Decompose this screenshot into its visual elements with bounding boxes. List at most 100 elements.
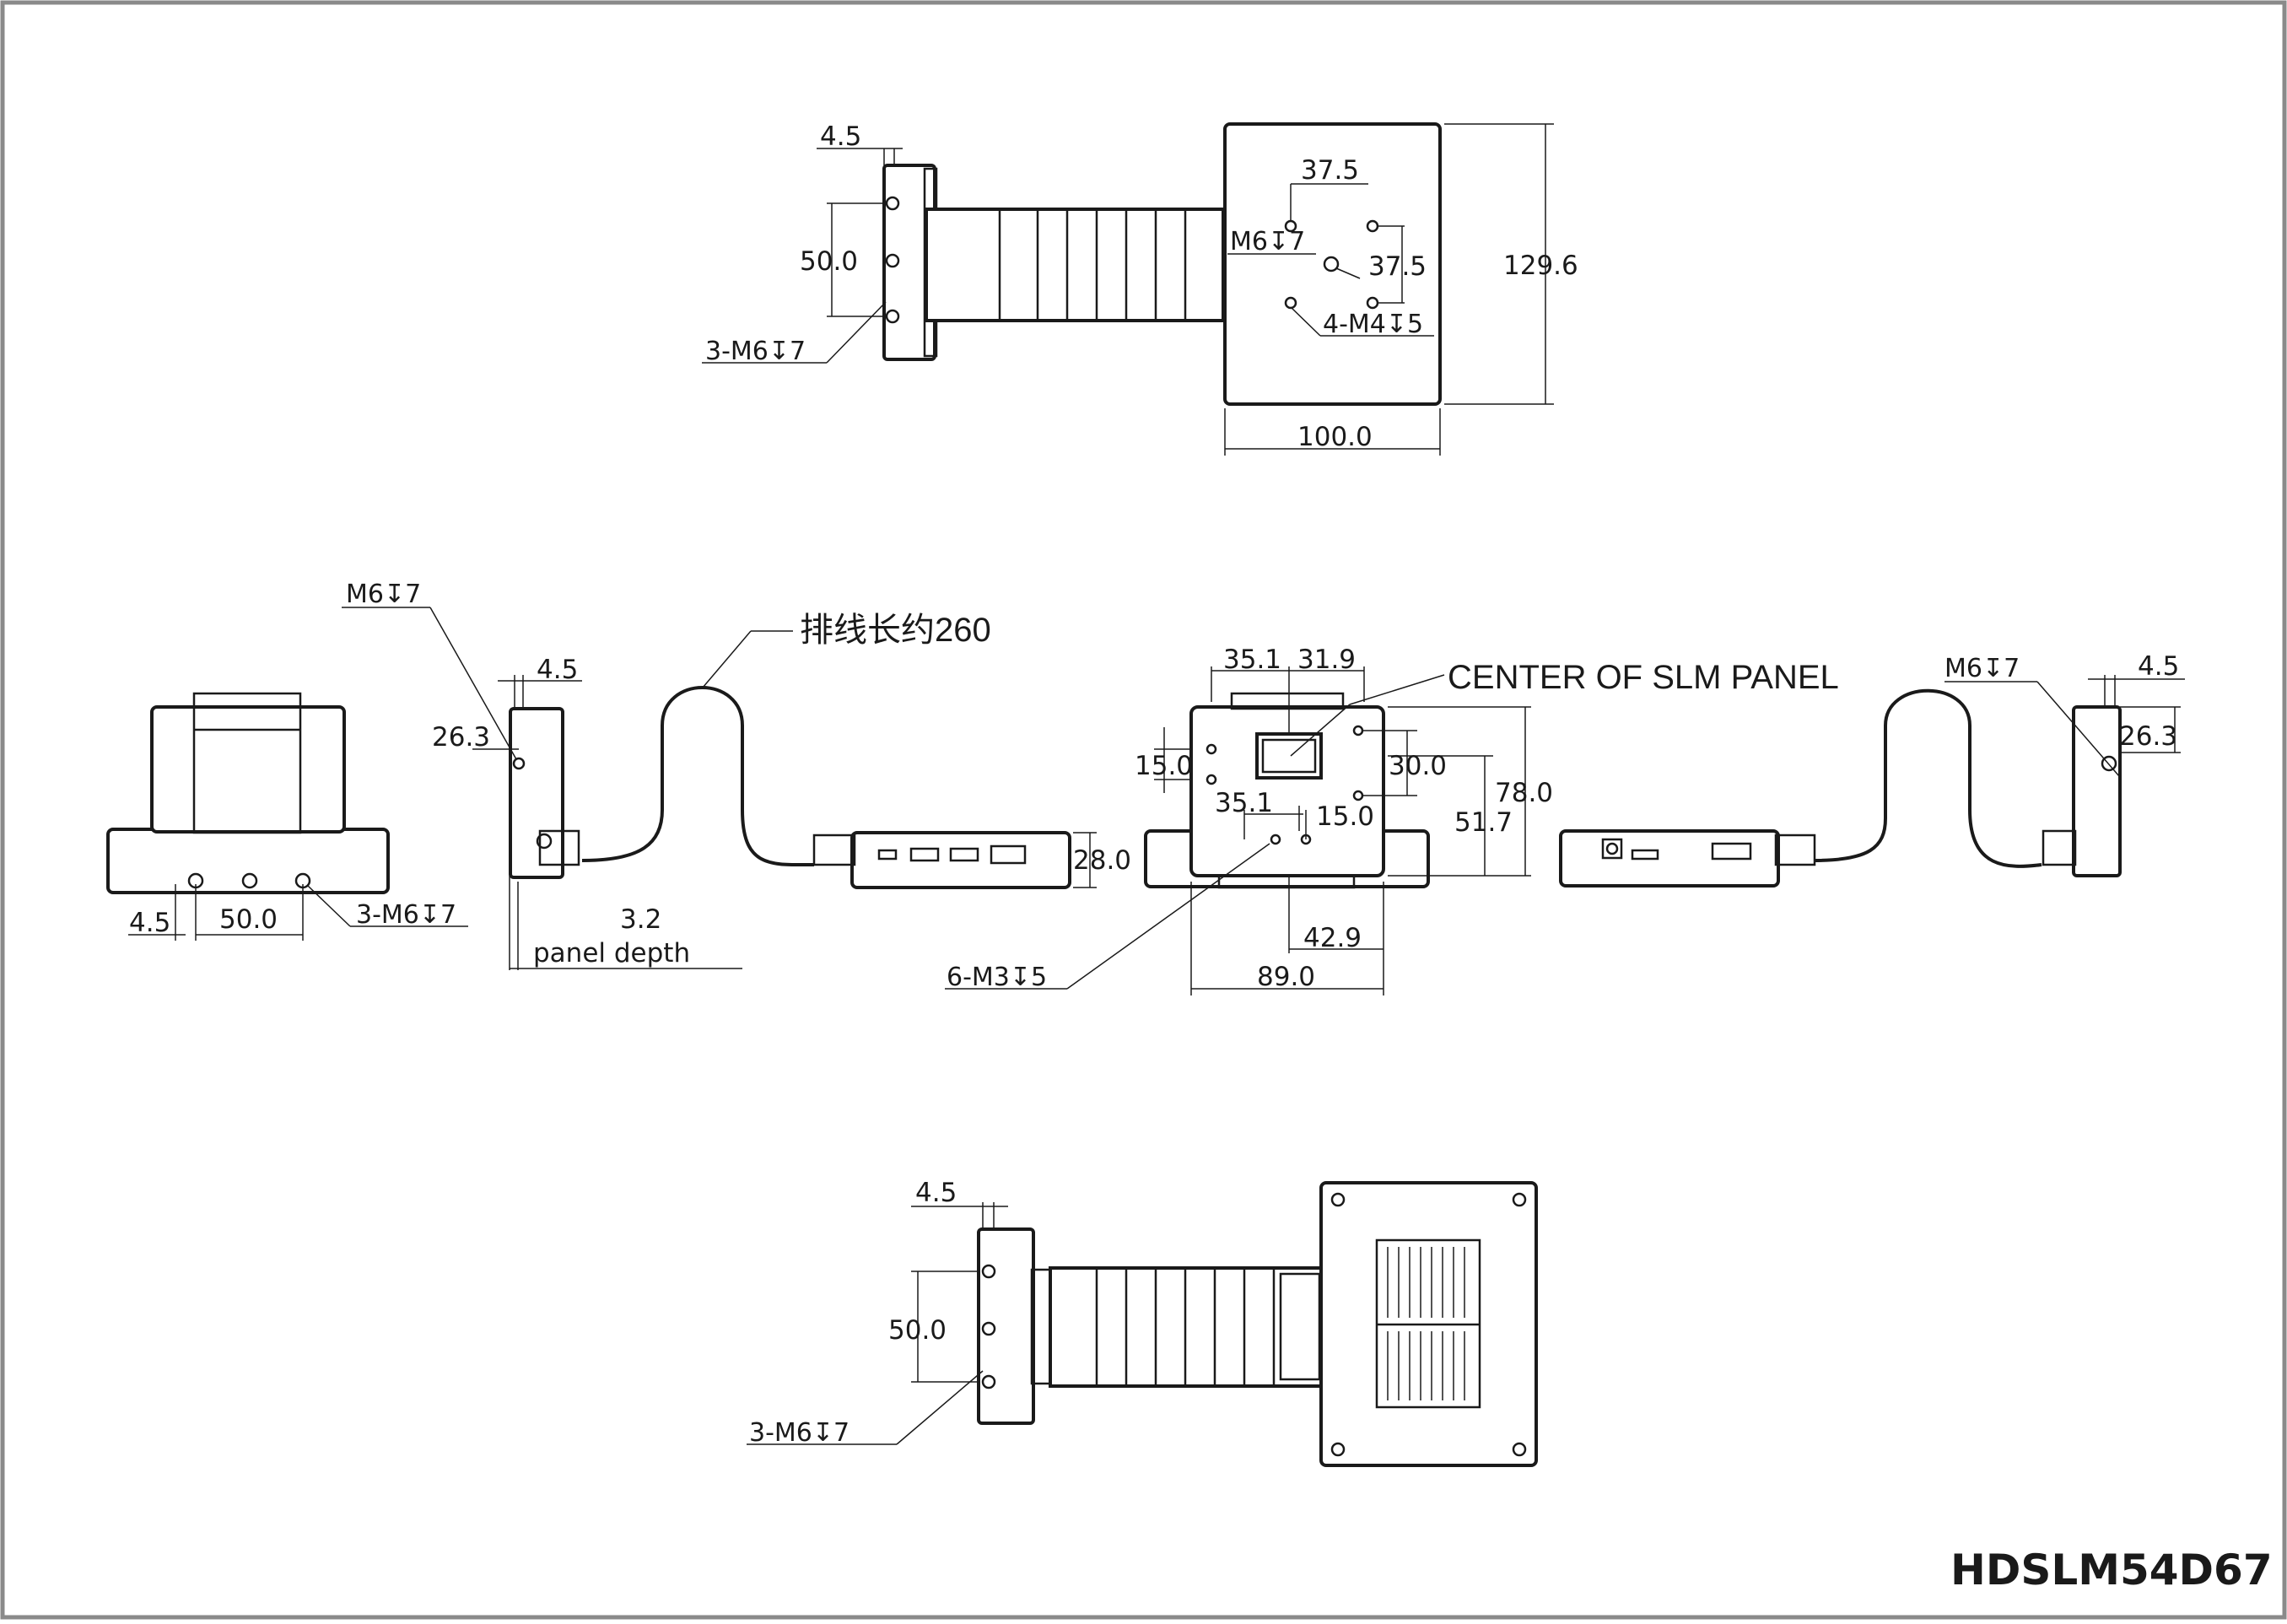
profile-screw-icon — [536, 833, 553, 850]
dim-bottom-hole-spacing: 50.0 — [888, 1315, 947, 1346]
bottom-flange — [977, 1227, 1035, 1425]
dim-hole-spacing: 50.0 — [219, 904, 278, 935]
m3-hole-icon — [1206, 774, 1217, 785]
dim-51-7: 51.7 — [1454, 807, 1513, 838]
bottom-dims — [747, 1202, 1008, 1445]
screw-icon — [1512, 1192, 1527, 1207]
cable-length-note: 排线长约260 — [800, 612, 991, 649]
callout-front-holes: 6-M3↧5 — [947, 963, 1047, 992]
dim-right-offset: 31.9 — [1297, 645, 1356, 675]
top-flange-hole — [885, 309, 900, 324]
port-icon — [909, 847, 940, 862]
driver-right — [1559, 829, 1816, 888]
m3-hole-icon — [1270, 834, 1281, 845]
driver-left: 28.0 — [812, 831, 1131, 889]
dim-bolt-horizontal: 37.5 — [1301, 155, 1359, 186]
callout-slm-center: CENTER OF SLM PANEL — [1448, 659, 1839, 696]
dim-driver-height: 28.0 — [1073, 845, 1131, 876]
profile-dims — [342, 607, 742, 970]
top-head-body — [1223, 122, 1442, 406]
dim-head-height: 129.6 — [1503, 251, 1578, 281]
callout-base-holes: 3-M6↧7 — [356, 900, 456, 930]
dim-78: 78.0 — [1495, 778, 1553, 808]
front-foot — [1217, 874, 1356, 889]
callout-bottom-holes: 3-M6↧7 — [749, 1418, 850, 1448]
dim-bolt-vertical: 37.5 — [1368, 251, 1427, 282]
power-jack-pin-icon — [1605, 842, 1619, 855]
right-side-profile: M6↧7 4.5 26.3 — [1944, 651, 2185, 877]
right-profile-body — [2072, 705, 2122, 877]
left-side-view: 4.5 50.0 3-M6↧7 — [106, 692, 468, 941]
dim-flange: 4.5 — [537, 655, 578, 685]
base-hole-icon — [241, 872, 258, 889]
dim-42-9: 42.9 — [1303, 923, 1362, 953]
front-top-plate — [1230, 692, 1345, 710]
screw-icon — [1330, 1192, 1346, 1207]
port-icon — [949, 847, 979, 862]
top-dim-lines — [702, 123, 1554, 456]
left-base — [106, 828, 390, 894]
right-profile-hole-icon — [2101, 755, 2117, 772]
bottom-flange-hole — [981, 1321, 996, 1336]
profile-connector — [538, 829, 580, 866]
left-head — [150, 705, 346, 834]
usb-port-icon — [1631, 849, 1659, 861]
left-head-top — [192, 692, 302, 834]
dim-head-width: 100.0 — [1297, 422, 1373, 452]
screw-icon — [1512, 1442, 1527, 1457]
dim-edge: 4.5 — [129, 908, 170, 938]
dim-15-lower: 15.0 — [1316, 801, 1374, 832]
front-view: 35.1 31.9 CENTER OF SLM PANEL 15.0 30.0 … — [945, 645, 1839, 995]
dim-right-offset: 26.3 — [2119, 721, 2177, 752]
dim-right-flange: 4.5 — [2138, 651, 2179, 682]
dim-89: 89.0 — [1257, 962, 1315, 992]
callout-top-hole: M6↧7 — [346, 580, 421, 609]
dim-35-lower: 35.1 — [1215, 788, 1273, 818]
right-profile-connector — [2042, 829, 2077, 866]
bottom-view: 4.5 50.0 3-M6↧7 — [747, 1178, 1538, 1467]
top-flange-hole — [885, 196, 900, 211]
left-side-dims — [128, 884, 468, 941]
bottom-cable-folds — [1095, 1268, 1276, 1386]
ribbon-cable — [581, 686, 815, 867]
callout-right-hole: M6↧7 — [1944, 654, 2020, 683]
dim-panel-depth: 3.2 — [620, 904, 661, 935]
top-cable — [925, 208, 1225, 322]
power-jack-icon — [1601, 838, 1623, 860]
top-cable-folds — [998, 209, 1187, 321]
dim-hole-spacing: 50.0 — [800, 246, 858, 277]
dim-left-offset: 35.1 — [1223, 645, 1281, 675]
dip-switch-icon — [1711, 842, 1752, 861]
top-flange-hole — [885, 253, 900, 268]
callout-center-hole: M6↧7 — [1230, 227, 1305, 256]
profile-hole-icon — [512, 757, 526, 770]
hdmi-port-icon — [990, 844, 1027, 865]
side-profile: M6↧7 4.5 26.3 3.2 panel depth — [342, 580, 742, 970]
dim-15-left: 15.0 — [1135, 751, 1193, 781]
model-id: HDSLM54D67 — [1950, 1546, 2273, 1594]
dim-flange-thickness: 4.5 — [820, 121, 861, 152]
dim-offset: 26.3 — [432, 722, 490, 753]
bottom-flange-hole — [981, 1374, 996, 1389]
ribbon-cable-right — [1813, 688, 2042, 868]
dim-bottom-flange: 4.5 — [915, 1178, 957, 1208]
callout-corner-holes: 4-M4↧5 — [1323, 310, 1423, 339]
label-panel-depth: panel depth — [533, 938, 690, 968]
m3-hole-icon — [1206, 743, 1217, 755]
bottom-flange-hole — [981, 1264, 996, 1279]
top-view: 4.5 50.0 3-M6↧7 37.5 37.5 M6↧7 4-M4↧5 12… — [702, 121, 1578, 456]
usb-port-icon — [877, 849, 898, 861]
heatsink-fins — [1387, 1247, 1465, 1400]
right-profile-dims — [1944, 675, 2185, 777]
screw-icon — [1330, 1442, 1346, 1457]
callout-flange-holes: 3-M6↧7 — [705, 337, 806, 366]
slm-panel-inner — [1261, 738, 1317, 774]
front-dims — [945, 666, 1531, 995]
profile-body — [509, 707, 564, 879]
dim-30: 30.0 — [1389, 751, 1447, 781]
driver-right-connector — [1774, 834, 1816, 866]
driver-left-connector — [812, 834, 856, 866]
